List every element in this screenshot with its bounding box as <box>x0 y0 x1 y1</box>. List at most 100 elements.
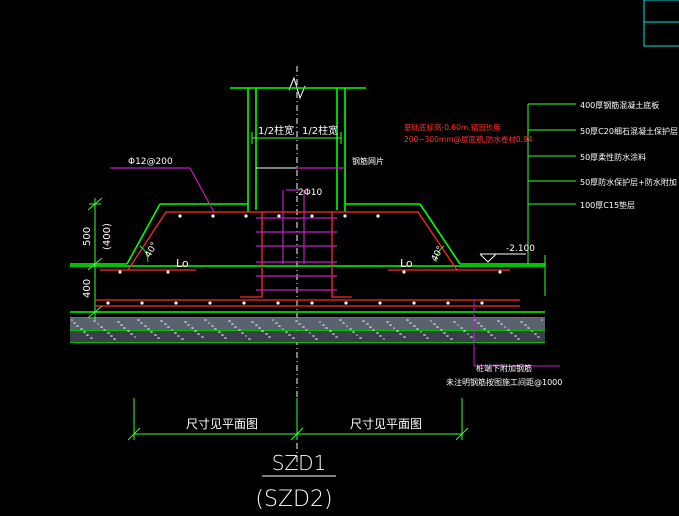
hatch-dots <box>71 319 543 340</box>
bottom-note-leader <box>473 300 560 367</box>
hatch-dot <box>201 336 203 338</box>
hatch-dot <box>423 334 425 336</box>
hatch-dot <box>413 325 415 327</box>
hatch-dot <box>409 322 411 324</box>
hatch-dot <box>184 321 186 323</box>
cushion-layer <box>70 331 545 342</box>
rebar-section-dot <box>480 301 484 305</box>
hatch-dot <box>322 324 324 326</box>
hatch-dot <box>90 337 92 339</box>
hatch-dot <box>386 321 388 323</box>
hatch-dot <box>440 329 442 331</box>
hatch-dot <box>204 319 206 321</box>
title-block-fragment <box>643 0 679 47</box>
rebar-section-dot <box>140 301 144 305</box>
hatch-dot <box>335 336 337 338</box>
hatch-dot <box>97 323 99 325</box>
hatch-dot <box>86 334 88 336</box>
hatch-dot <box>443 332 445 334</box>
rebar-top-label: Φ12@200 <box>128 157 173 167</box>
angle-arcs <box>139 245 445 263</box>
red-note-line1: 基础底标高-0.60m,锚固长度 <box>404 122 501 132</box>
hatch-dot <box>534 333 536 335</box>
hatch-dot <box>517 338 519 340</box>
hatch-dot <box>362 320 364 322</box>
rebar-section-dot <box>208 301 212 305</box>
hatch-dot <box>160 320 162 322</box>
hatch-dot <box>93 320 95 322</box>
lap-label-right: Lo <box>400 257 413 270</box>
hatch-dot <box>214 328 216 330</box>
half-col-label-left: 1/2柱宽 <box>258 124 294 137</box>
hatch-dot <box>349 328 351 330</box>
rebar-section-dot <box>166 270 170 274</box>
hatch-dot <box>221 334 223 336</box>
hatch-dot <box>325 327 327 329</box>
hatch-dot <box>399 333 401 335</box>
hatch-dot <box>157 337 159 339</box>
hatch-dot <box>194 330 196 332</box>
hatch-dot <box>154 334 156 336</box>
hatch-dot <box>420 331 422 333</box>
hatch-dot <box>218 331 220 333</box>
hatch-dot <box>211 325 213 327</box>
hatch-dot <box>107 332 109 334</box>
column-half-dimensions <box>251 132 342 144</box>
hatch-dot <box>73 322 75 324</box>
hatch-dot <box>197 333 199 335</box>
bottom-note-line2: 未注明钢筋按图施工间距@1000 <box>446 377 562 387</box>
hatch-dot <box>282 328 284 330</box>
hatch-dot <box>483 328 485 330</box>
layer-callout-5: 100厚C15垫层 <box>580 200 635 210</box>
rebar-section-dot <box>310 301 314 305</box>
rebar-section-dot <box>211 214 215 218</box>
dim-400-label: 400 <box>82 279 93 298</box>
hatch-dot <box>537 336 539 338</box>
rebar-section-dot <box>118 270 122 274</box>
hatch-dot <box>356 334 358 336</box>
hatch-dot <box>255 324 257 326</box>
hatch-dot <box>147 328 149 330</box>
pedestal-outline <box>70 87 545 265</box>
hatch-dot <box>541 319 543 321</box>
gravel-layer <box>70 318 545 330</box>
rebar-note-col-label: 钢筋网片 <box>352 156 384 166</box>
hatch-dot <box>292 337 294 339</box>
hatch-dot <box>231 323 233 325</box>
rebar-section-dot <box>276 301 280 305</box>
hatch-dot <box>187 324 189 326</box>
hatch-dot <box>436 326 438 328</box>
hatch-dot <box>500 323 502 325</box>
rebar-section-dot <box>277 214 281 218</box>
layer-callout-leader <box>527 103 576 296</box>
hatch-dot <box>120 324 122 326</box>
hatch-dot <box>490 334 492 336</box>
hatch-dot <box>507 329 509 331</box>
hatch-dot <box>433 323 435 325</box>
hatch-dot <box>127 330 129 332</box>
hatch-dot <box>167 326 169 328</box>
hatch-dot <box>416 328 418 330</box>
hatch-dot <box>110 335 112 337</box>
half-col-label-right: 1/2柱宽 <box>302 124 338 137</box>
hatch-dot <box>372 329 374 331</box>
hatch-dot <box>504 326 506 328</box>
hatch-dot <box>123 327 125 329</box>
hatch-dot <box>497 320 499 322</box>
bottom-note-line1: 桩端下附加钢筋 <box>476 363 532 373</box>
dim-400b-label: (400) <box>102 223 113 250</box>
hatch-dot <box>261 330 263 332</box>
hatch-dot <box>100 326 102 328</box>
hatch-dot <box>295 320 297 322</box>
plan-label-left: 尺寸见平面图 <box>186 417 258 431</box>
hatch-dot <box>228 320 230 322</box>
title-main: SZD1 <box>272 451 327 475</box>
hatch-dot <box>346 325 348 327</box>
rebar-section-dot <box>343 214 347 218</box>
hatch-dot <box>376 332 378 334</box>
rebar-section-dot <box>378 301 382 305</box>
hatch-dot <box>144 325 146 327</box>
hatch-dot <box>393 327 395 329</box>
elevation-marker <box>479 253 526 263</box>
rebar-section-dot <box>244 214 248 218</box>
